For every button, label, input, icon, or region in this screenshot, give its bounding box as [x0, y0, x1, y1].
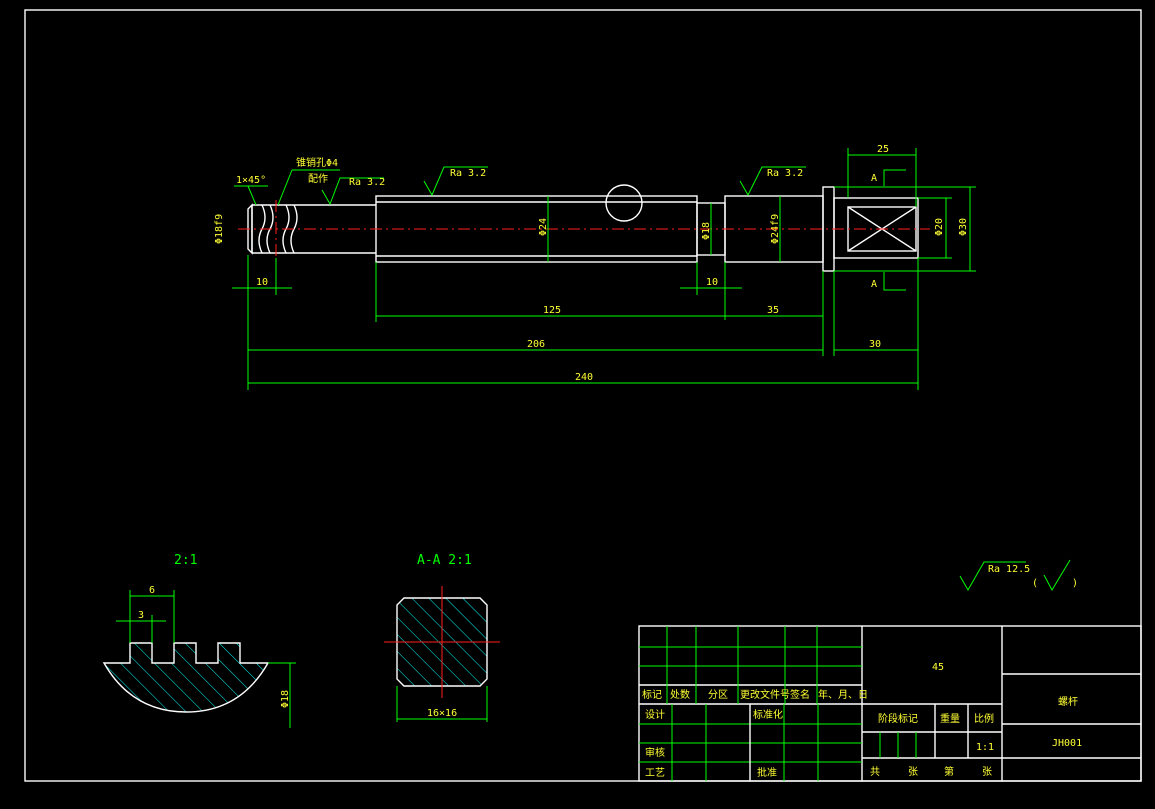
- general-roughness: Ra 12.5 ( ): [959, 559, 1078, 592]
- drawing-number: JH001: [1052, 738, 1082, 749]
- shaft-main-view: [238, 184, 930, 272]
- svg-text:更改文件号: 更改文件号: [740, 688, 790, 701]
- svg-text:Ra 3.2: Ra 3.2: [349, 177, 385, 188]
- section-dim-label: 16×16: [427, 708, 457, 719]
- svg-text:年、月、日: 年、月、日: [818, 688, 868, 701]
- drawing-frame: [24, 9, 1142, 782]
- svg-text:处数: 处数: [670, 688, 690, 701]
- dim-10-right-label: 10: [706, 277, 718, 288]
- dia-mid-label: Φ24: [538, 218, 549, 236]
- main-dimensions: 1×45° 锥销孔Φ4 配作 Ra 3.2 Ra 3.2 Ra 3.2 Φ18f…: [214, 144, 976, 390]
- roughness-symbol-1: [321, 177, 384, 206]
- svg-text:Ra 3.2: Ra 3.2: [767, 168, 803, 179]
- dia-left-label: Φ18f9: [214, 214, 225, 244]
- spline-tooth-section: [102, 642, 270, 713]
- square-end: [833, 197, 919, 259]
- section-mark-bottom: A: [871, 279, 877, 290]
- detail-scale-label: 2:1: [174, 553, 197, 568]
- svg-text:张: 张: [982, 766, 992, 778]
- dia-right-label: Φ24f9: [770, 214, 781, 244]
- svg-text:第: 第: [944, 765, 954, 778]
- dim-25-label: 25: [877, 144, 889, 155]
- title-block: 标记 处数 分区 更改文件号 签名 年、月、日 设计 标准化 审核 工艺 批准 …: [638, 625, 1142, 782]
- dim-3-label: 3: [138, 610, 144, 621]
- dia-flange-label: Φ30: [958, 218, 969, 236]
- section-title: A-A 2:1: [417, 553, 472, 568]
- svg-text:共: 共: [870, 766, 880, 778]
- svg-text:Ra 12.5: Ra 12.5: [988, 564, 1030, 575]
- svg-text:工艺: 工艺: [645, 767, 665, 779]
- svg-text:批准: 批准: [757, 766, 777, 779]
- detail-view: 2:1 6 3 Φ18: [102, 553, 296, 728]
- svg-text:标记: 标记: [642, 689, 662, 701]
- dim-dia-detail-label: Φ18: [280, 690, 291, 708]
- svg-text:审核: 审核: [645, 746, 665, 759]
- material-label: 45: [932, 662, 944, 673]
- dia-square-label: Φ20: [934, 218, 945, 236]
- chamfer-label: 1×45°: [236, 175, 266, 186]
- dim-206-label: 206: [527, 339, 545, 350]
- pin-hole-note: 配作: [308, 173, 328, 185]
- dim-125-label: 125: [543, 305, 561, 316]
- svg-text:张: 张: [908, 766, 918, 778]
- svg-text:Ra 3.2: Ra 3.2: [450, 168, 486, 179]
- dim-10-left-label: 10: [256, 277, 268, 288]
- section-a-a-view: A-A 2:1 16×16: [384, 553, 500, 722]
- section-mark-top: A: [871, 173, 877, 184]
- svg-text:): ): [1072, 578, 1078, 589]
- svg-text:设计: 设计: [645, 708, 665, 721]
- dim-240-label: 240: [575, 372, 593, 383]
- svg-text:(: (: [1032, 578, 1038, 589]
- svg-text:重量: 重量: [940, 712, 960, 725]
- roughness-symbol-3: [739, 166, 806, 197]
- dim-35-label: 35: [767, 305, 779, 316]
- dim-30-label: 30: [869, 339, 881, 350]
- pin-hole-circle: [605, 184, 643, 222]
- dim-6-label: 6: [149, 585, 155, 596]
- svg-text:标准化: 标准化: [753, 708, 783, 721]
- part-name: 螺杆: [1058, 696, 1078, 708]
- scale-value: 1:1: [976, 742, 994, 753]
- roughness-symbol-2: [423, 166, 488, 197]
- pin-hole-label: 锥销孔Φ4: [296, 156, 338, 169]
- svg-text:签名: 签名: [790, 688, 810, 701]
- svg-text:分区: 分区: [708, 689, 728, 701]
- dia-neck-label: Φ18: [701, 222, 712, 240]
- svg-text:比例: 比例: [974, 712, 994, 725]
- svg-text:阶段标记: 阶段标记: [878, 712, 918, 725]
